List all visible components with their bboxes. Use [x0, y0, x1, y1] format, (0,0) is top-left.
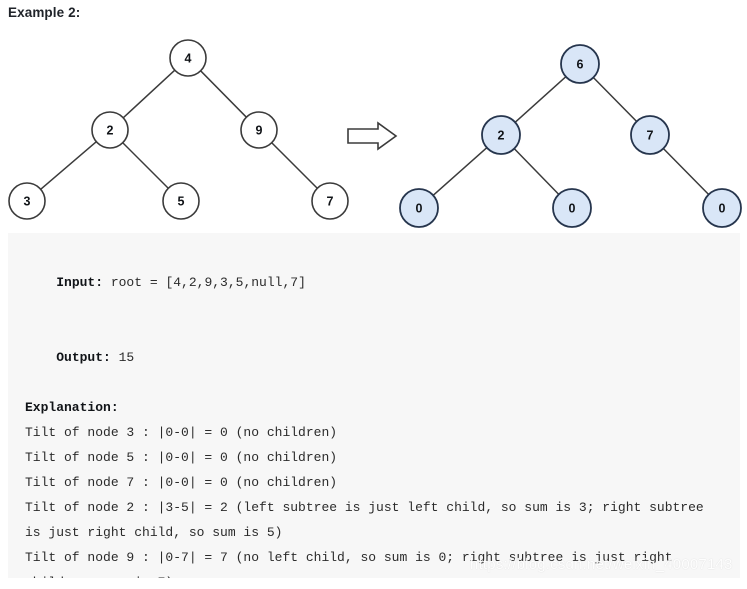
tree-edge — [200, 70, 247, 118]
right-tree-node-0: 0 — [399, 188, 439, 228]
tree-edge — [40, 141, 97, 190]
node-label: 9 — [256, 124, 263, 138]
tree-edge — [122, 142, 169, 189]
explanation-lines: Tilt of node 3 : |0-0| = 0 (no children)… — [25, 420, 724, 578]
explanation-line: Tilt of node 9 : |0-7| = 7 (no left chil… — [25, 550, 673, 578]
left-tree-nodes: 4 2 9 3 5 7 — [8, 39, 349, 220]
node-label: 7 — [647, 129, 654, 143]
node-circle — [630, 115, 670, 155]
input-label: Input: — [56, 275, 104, 290]
explanation-label: Explanation: — [25, 400, 119, 415]
explanation-line: Tilt of node 5 : |0-0| = 0 (no children) — [25, 450, 338, 465]
node-circle — [552, 188, 592, 228]
example-code-block: Input: root = [4,2,9,3,5,null,7] Output:… — [8, 233, 740, 578]
node-label: 0 — [416, 202, 423, 216]
right-tree-node-0: 0 — [552, 188, 592, 228]
node-circle — [399, 188, 439, 228]
left-tree-node-5: 5 — [162, 182, 200, 220]
left-tree-edges — [40, 69, 318, 190]
right-tree-edges — [432, 76, 710, 196]
node-circle — [702, 188, 742, 228]
node-label: 5 — [178, 195, 185, 209]
node-circle — [169, 39, 207, 77]
code-line-input: Input: root = [4,2,9,3,5,null,7] — [25, 245, 724, 320]
node-circle — [91, 111, 129, 149]
explanation-line: Tilt of node 3 : |0-0| = 0 (no children) — [25, 425, 338, 440]
input-value: root = [4,2,9,3,5,null,7] — [103, 275, 306, 290]
right-tree-node-2: 2 — [481, 115, 521, 155]
right-tree-nodes: 6 2 7 0 0 0 — [399, 44, 742, 228]
node-circle — [240, 111, 278, 149]
tree-edge — [662, 148, 710, 195]
node-label: 3 — [24, 195, 31, 209]
right-tree-node-7: 7 — [630, 115, 670, 155]
node-label: 2 — [107, 124, 114, 138]
tree-edge — [592, 77, 638, 122]
output-value: 15 — [110, 350, 135, 365]
tree-edge — [514, 76, 567, 123]
tree-figure: 4 2 9 3 5 7 6 2 7 0 0 0 — [0, 24, 747, 229]
node-label: 4 — [185, 52, 192, 66]
left-tree-node-7: 7 — [311, 182, 349, 220]
transform-arrow-icon — [347, 121, 398, 151]
node-label: 7 — [327, 195, 334, 209]
node-label: 0 — [569, 202, 576, 216]
node-label: 2 — [498, 129, 505, 143]
node-circle — [162, 182, 200, 220]
explanation-line: Tilt of node 7 : |0-0| = 0 (no children) — [25, 475, 338, 490]
tree-edge — [513, 148, 560, 195]
right-tree-node-0: 0 — [702, 188, 742, 228]
code-line-output: Output: 15 — [25, 320, 724, 395]
tree-edge — [432, 147, 488, 196]
node-label: 6 — [577, 58, 584, 72]
page-title: Example 2: — [8, 5, 81, 20]
left-tree-node-4: 4 — [169, 39, 207, 77]
left-tree-node-3: 3 — [8, 182, 46, 220]
node-circle — [481, 115, 521, 155]
node-circle — [311, 182, 349, 220]
right-tree-node-6: 6 — [560, 44, 600, 84]
explanation-line: Tilt of node 2 : |3-5| = 2 (left subtree… — [25, 500, 712, 540]
tree-edge — [271, 142, 318, 189]
node-label: 0 — [719, 202, 726, 216]
left-tree-node-9: 9 — [240, 111, 278, 149]
node-circle — [8, 182, 46, 220]
left-tree-node-2: 2 — [91, 111, 129, 149]
output-label: Output: — [56, 350, 111, 365]
tree-figure-svg: 4 2 9 3 5 7 6 2 7 0 0 0 — [8, 39, 742, 228]
tree-edge — [122, 69, 176, 119]
node-circle — [560, 44, 600, 84]
